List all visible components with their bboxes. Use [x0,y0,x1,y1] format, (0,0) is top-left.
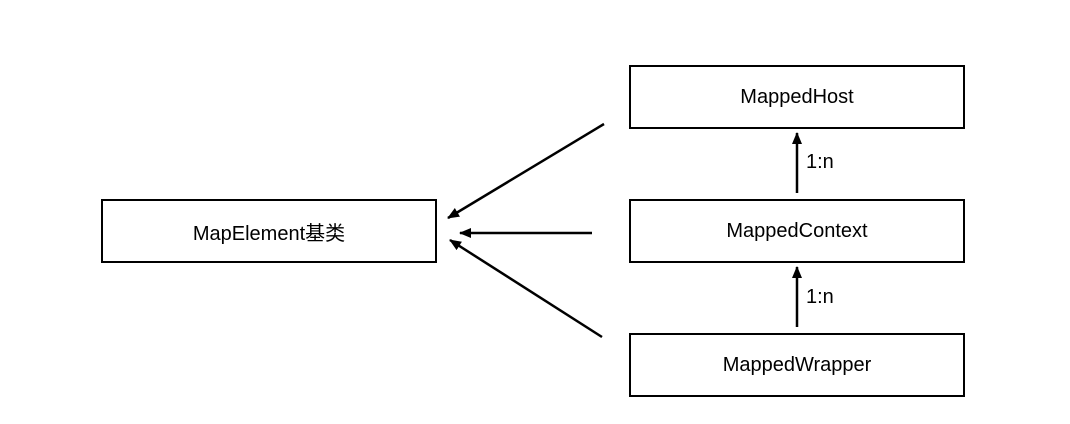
edge-label-wrapper-context: 1:n [806,286,834,308]
node-label: MapElement基类 [192,222,346,245]
node-label: MappedHost [740,85,854,108]
arrow-host-to-base [447,122,605,220]
node-mappedcontext: MappedContext [629,199,965,263]
node-mapelement-base: MapElement基类 [101,199,437,263]
node-mappedhost: MappedHost [629,65,965,129]
node-mappedwrapper: MappedWrapper [629,333,965,397]
edge-label-context-host: 1:n [806,151,834,173]
node-label: MappedWrapper [722,353,872,376]
arrow-wrapper-to-base [449,238,603,339]
node-label: MappedContext [726,219,868,242]
